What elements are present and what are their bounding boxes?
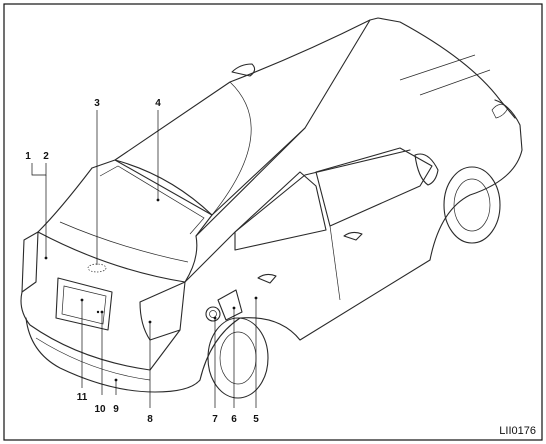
callout-8: 8 [147,414,153,425]
callout-1: 1 [25,151,31,162]
callout-6: 6 [231,414,237,425]
diagram-border [3,3,543,441]
sedan-illustration [20,17,523,399]
callout-5: 5 [253,414,259,425]
callout-11: 11 [77,392,88,403]
leader-lines [31,110,258,408]
callout-3: 3 [94,98,100,109]
callout-4: 4 [155,98,161,109]
leader-1-2-bracket [31,163,47,176]
reference-code: LII0176 [499,425,536,437]
callout-7: 7 [212,414,218,425]
callout-2: 2 [43,151,49,162]
callout-9: 9 [113,404,119,415]
callout-labels: 1 2 3 4 5 6 7 8 9 10 11 [25,98,259,425]
callout-10: 10 [94,404,106,415]
